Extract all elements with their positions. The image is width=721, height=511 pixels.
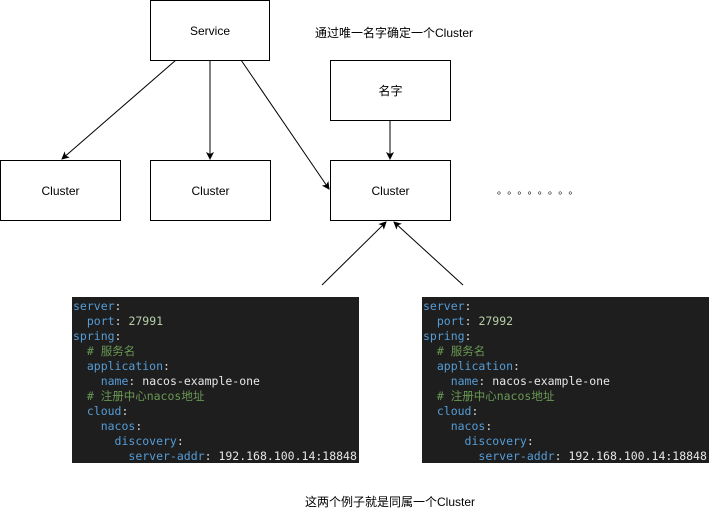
yaml-key: name xyxy=(450,374,479,388)
service-node-label: Service xyxy=(189,23,230,38)
yaml-value: 192.168.100.14:18848 xyxy=(218,449,357,463)
cluster-node-3[interactable]: Cluster xyxy=(330,160,451,221)
code-line: # 注册中心nacos地址 xyxy=(423,389,709,404)
yaml-key: discovery xyxy=(114,434,177,448)
code-line: nacos: xyxy=(450,419,493,433)
name-node[interactable]: 名字 xyxy=(330,60,451,121)
yaml-value: 27992 xyxy=(478,314,514,328)
yaml-key: server xyxy=(423,299,465,313)
code-line: cloud: xyxy=(436,404,479,418)
yaml-key: name xyxy=(100,374,129,388)
code-line: server-addr: 192.168.100.14:18848 xyxy=(478,449,707,463)
yaml-key: cloud xyxy=(86,404,122,418)
yaml-comment: # 服务名 xyxy=(86,344,136,358)
yaml-comment: # 注册中心nacos地址 xyxy=(86,389,205,403)
code-line: discovery: xyxy=(114,434,184,448)
code-line: server-addr: 192.168.100.14:18848 xyxy=(128,449,357,463)
code-line: discovery: xyxy=(464,434,534,448)
yaml-value: 192.168.100.14:18848 xyxy=(568,449,707,463)
code-line: spring: xyxy=(73,329,122,343)
edge-service-to-cluster-1 xyxy=(61,59,177,160)
code-line: server: xyxy=(423,299,472,313)
yaml-comment: # 服务名 xyxy=(436,344,486,358)
edge-service-to-cluster-3 xyxy=(240,59,330,190)
yaml-key: nacos xyxy=(100,419,136,433)
yaml-value: nacos-example-one xyxy=(492,374,610,388)
name-node-label: 名字 xyxy=(378,84,403,98)
code-line: spring: xyxy=(423,329,472,343)
yaml-comment: # 注册中心nacos地址 xyxy=(436,389,555,403)
code-line: nacos: xyxy=(100,419,143,433)
same-cluster-annotation: 这两个例子就是同属一个Cluster xyxy=(305,495,476,509)
yaml-key: server-addr xyxy=(478,449,555,463)
edge-code-left-to-cluster-3 xyxy=(321,221,387,286)
code-line: # 服务名 xyxy=(73,344,359,359)
yaml-key: spring xyxy=(423,329,465,343)
code-line: application: xyxy=(436,359,520,373)
yaml-key: server-addr xyxy=(128,449,205,463)
cluster-node-2-label: Cluster xyxy=(191,183,230,198)
cluster-node-3-label: Cluster xyxy=(371,183,410,198)
yaml-key: application xyxy=(86,359,164,373)
yaml-value: nacos-example-one xyxy=(142,374,260,388)
service-node[interactable]: Service xyxy=(150,0,270,61)
code-line: server: xyxy=(73,299,122,313)
yaml-key: server xyxy=(73,299,115,313)
code-line: cloud: xyxy=(86,404,129,418)
code-line: # 服务名 xyxy=(423,344,709,359)
yaml-key: port xyxy=(86,314,115,328)
code-line: name: nacos-example-one xyxy=(100,374,260,388)
code-line: application: xyxy=(86,359,170,373)
cluster-node-2[interactable]: Cluster xyxy=(150,160,271,221)
code-line: # 注册中心nacos地址 xyxy=(73,389,359,404)
unique-name-annotation: 通过唯一名字确定一个Cluster xyxy=(315,26,474,40)
ellipsis-annotation: 。。。。。。。。 xyxy=(497,186,584,197)
code-line: port: 27992 xyxy=(436,314,514,328)
edge-code-right-to-cluster-3 xyxy=(393,221,464,286)
yaml-key: discovery xyxy=(464,434,527,448)
yaml-key: application xyxy=(436,359,514,373)
yaml-key: cloud xyxy=(436,404,472,418)
cluster-node-1-label: Cluster xyxy=(41,183,80,198)
cluster-node-1[interactable]: Cluster xyxy=(0,160,121,221)
code-line: name: nacos-example-one xyxy=(450,374,610,388)
code-line: port: 27991 xyxy=(86,314,164,328)
yaml-value: 27991 xyxy=(128,314,164,328)
yaml-key: spring xyxy=(73,329,115,343)
yaml-key: port xyxy=(436,314,465,328)
yaml-key: nacos xyxy=(450,419,486,433)
